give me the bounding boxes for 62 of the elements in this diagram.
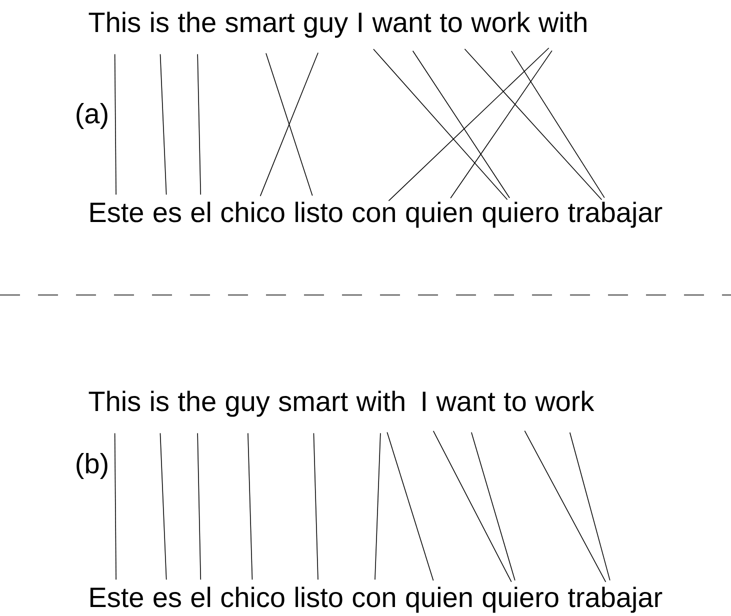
word: es <box>154 592 181 608</box>
panel-label: (a) <box>76 102 108 130</box>
word: trabajar <box>568 586 662 613</box>
word: This <box>88 390 140 412</box>
alignment-line <box>260 52 318 196</box>
word: con <box>352 592 395 608</box>
word: to <box>504 392 526 412</box>
word: is <box>151 12 168 32</box>
word: el <box>191 202 210 222</box>
word: is <box>151 390 168 412</box>
word: to <box>440 14 462 32</box>
panel-label: (b) <box>76 452 108 480</box>
word: listo <box>296 586 342 608</box>
alignment-line <box>464 48 602 200</box>
alignment-line <box>114 432 116 580</box>
word: es <box>154 206 181 222</box>
word: want <box>372 14 432 32</box>
alignment-line <box>160 54 167 196</box>
alignment-line <box>432 430 512 582</box>
word: quien <box>406 586 472 613</box>
alignment-line <box>248 432 253 580</box>
word: the <box>178 12 216 32</box>
alignment-line <box>197 432 202 580</box>
alignment-line <box>510 50 605 198</box>
alignment-line <box>388 48 550 202</box>
alignment-line <box>373 48 508 200</box>
alignment-line <box>197 54 202 195</box>
word: chico <box>221 586 284 608</box>
word: trabajar <box>568 202 662 228</box>
word: smart <box>226 14 295 32</box>
alignment-line <box>160 432 167 580</box>
alignment-line <box>114 54 116 195</box>
word: Este <box>90 588 143 608</box>
alignment-line <box>313 432 318 580</box>
word: quiero <box>482 586 558 613</box>
alignment-line <box>386 432 434 581</box>
word: the <box>178 390 216 412</box>
alignment-line <box>412 50 510 198</box>
alignment-line <box>374 432 381 580</box>
word: This <box>88 12 140 32</box>
word: guy <box>304 16 348 38</box>
word: want <box>436 392 496 412</box>
word: con <box>352 206 395 222</box>
word: guy <box>226 396 270 417</box>
alignment-line <box>524 430 606 582</box>
alignment-line <box>569 432 610 581</box>
word: quien <box>406 202 472 228</box>
word: chico <box>221 202 284 222</box>
word: el <box>191 586 210 608</box>
word: listo <box>296 202 342 222</box>
alignment-line <box>266 52 313 196</box>
word: quiero <box>482 202 558 228</box>
word: I <box>358 12 362 32</box>
word: work <box>535 390 594 412</box>
word: smart <box>278 392 348 412</box>
alignment-line <box>471 432 516 581</box>
word: with <box>538 12 586 32</box>
word: work <box>471 12 530 32</box>
word: Este <box>90 202 143 222</box>
alignment-line <box>450 50 552 199</box>
word: I <box>422 392 426 411</box>
word: with <box>356 390 404 412</box>
